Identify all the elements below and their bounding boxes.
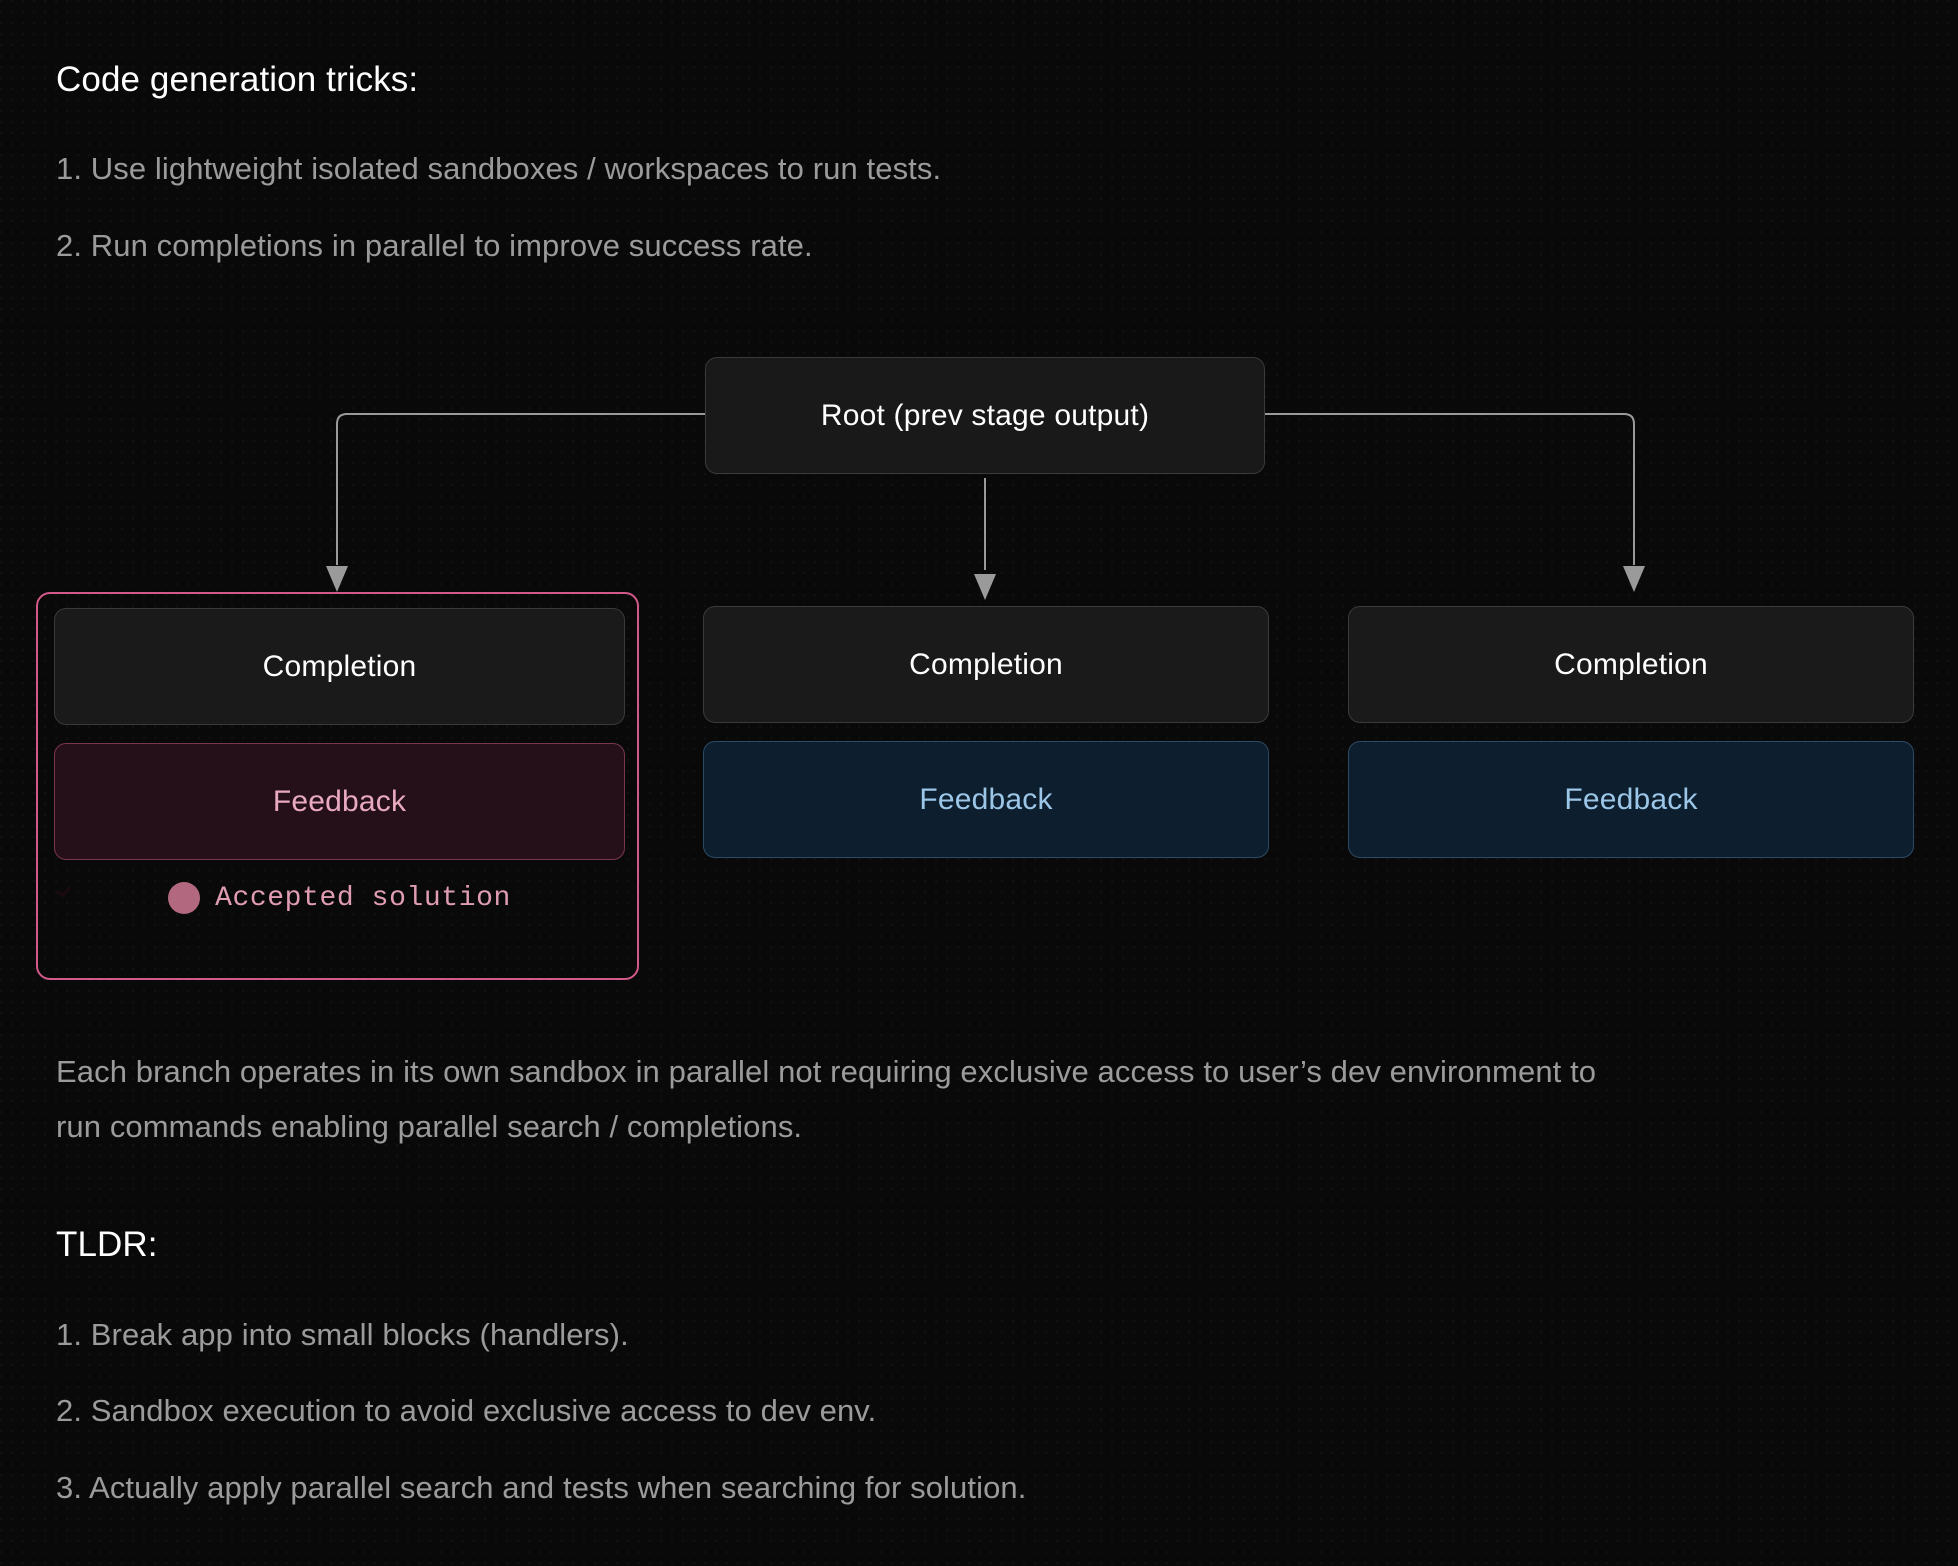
arrowhead-center: [974, 574, 996, 600]
tldr-item-2: 2. Sandbox execution to avoid exclusive …: [56, 1393, 877, 1428]
page-title-tldr: TLDR:: [56, 1225, 158, 1264]
node-completion-middle[interactable]: Completion: [703, 606, 1269, 723]
node-feedback-right[interactable]: Feedback: [1348, 741, 1914, 858]
node-completion-right[interactable]: Completion: [1348, 606, 1914, 723]
node-completion-left[interactable]: Completion: [54, 608, 625, 725]
tricks-item-1: 1. Use lightweight isolated sandboxes / …: [56, 151, 942, 186]
node-feedback-middle[interactable]: Feedback: [703, 741, 1269, 858]
tricks-item-2: 2. Run completions in parallel to improv…: [56, 228, 813, 263]
diagram-description: Each branch operates in its own sandbox …: [56, 1054, 1597, 1144]
accepted-solution-status: Accepted solution: [54, 882, 625, 914]
arrowhead-left: [326, 566, 348, 592]
connector-right: [1265, 413, 1635, 565]
accepted-solution-label: Accepted solution: [215, 882, 511, 914]
connector-left: [336, 413, 705, 565]
arrowhead-right: [1623, 566, 1645, 592]
node-feedback-left[interactable]: Feedback: [54, 743, 625, 860]
node-root[interactable]: Root (prev stage output): [705, 357, 1265, 474]
tldr-item-1: 1. Break app into small blocks (handlers…: [56, 1317, 629, 1352]
branch-left-highlighted[interactable]: Completion Feedback Accepted solution: [36, 592, 639, 980]
page-title-code-generation-tricks: Code generation tricks:: [56, 60, 419, 99]
circle-check-icon: [56, 882, 201, 914]
tldr-item-3: 3. Actually apply parallel search and te…: [56, 1470, 1027, 1505]
